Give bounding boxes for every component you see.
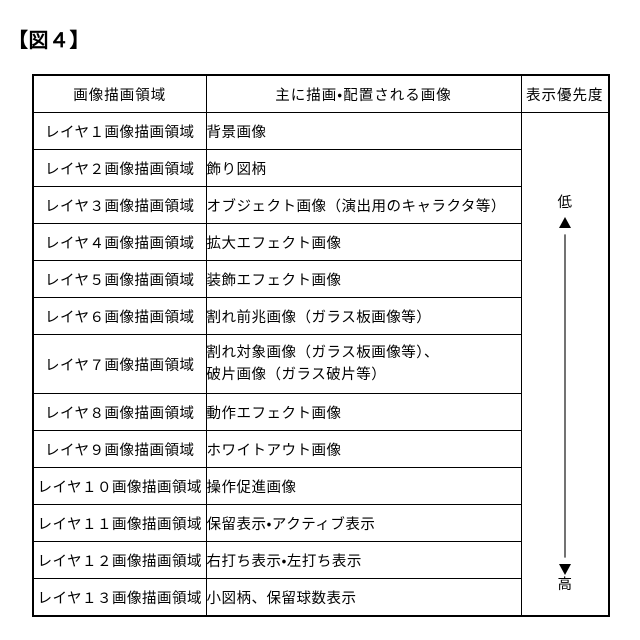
layer-name-cell: レイヤ８画像描画領域 bbox=[32, 393, 207, 431]
layer-desc-cell: 操作促進画像 bbox=[205, 467, 522, 505]
layer-desc-cell: 保留表示・アクティブ表示 bbox=[205, 504, 522, 542]
layer-desc-line-1: 割れ対象画像（ガラス板画像等）、 bbox=[206, 345, 439, 362]
figure-caption: 【図４】 bbox=[8, 28, 90, 52]
layer-name-cell: レイヤ９画像描画領域 bbox=[32, 430, 207, 468]
layer-name-cell: レイヤ１０画像描画領域 bbox=[32, 467, 207, 505]
layer-desc-cell: 拡大エフェクト画像 bbox=[205, 223, 522, 261]
layer-desc-cell: 小図柄、保留球数表示 bbox=[205, 578, 522, 617]
layer-table-container: 画像描画領域 主に描画・配置される画像 表示優先度 レイヤ１画像描画領域 背景画… bbox=[32, 74, 610, 617]
layer-desc-cell: 背景画像 bbox=[205, 112, 522, 150]
layer-desc-cell: ホワイトアウト画像 bbox=[205, 430, 522, 468]
table-row: レイヤ１３画像描画領域 小図柄、保留球数表示 bbox=[32, 578, 609, 617]
layer-priority-table: 画像描画領域 主に描画・配置される画像 表示優先度 レイヤ１画像描画領域 背景画… bbox=[32, 74, 610, 617]
layer-name-cell: レイヤ７画像描画領域 bbox=[32, 334, 207, 394]
layer-name-cell: レイヤ１画像描画領域 bbox=[32, 112, 207, 150]
layer-name-cell: レイヤ２画像描画領域 bbox=[32, 149, 207, 187]
layer-desc-cell: 飾り図柄 bbox=[205, 149, 522, 187]
layer-desc-cell: 装飾エフェクト画像 bbox=[205, 260, 522, 298]
column-header-drawn-images: 主に描画・配置される画像 bbox=[205, 74, 522, 113]
priority-scale: 低 高 bbox=[522, 122, 609, 606]
layer-name-cell: レイヤ１１画像描画領域 bbox=[32, 504, 207, 542]
layer-desc-cell: 右打ち表示・左打ち表示 bbox=[205, 541, 522, 579]
layer-desc-cell: 割れ前兆画像（ガラス板画像等） bbox=[205, 297, 522, 335]
priority-label-high: 高 bbox=[557, 576, 573, 593]
layer-desc-cell: オブジェクト画像（演出用のキャラクタ等） bbox=[205, 186, 522, 224]
table-row: レイヤ６画像描画領域 割れ前兆画像（ガラス板画像等） bbox=[32, 297, 609, 335]
layer-name-cell: レイヤ５画像描画領域 bbox=[32, 260, 207, 298]
table-row: レイヤ１画像描画領域 背景画像 低 bbox=[32, 112, 610, 617]
table-row: レイヤ５画像描画領域 装飾エフェクト画像 bbox=[32, 260, 609, 298]
table-row: レイヤ１２画像描画領域 右打ち表示・左打ち表示 bbox=[32, 541, 609, 579]
table-row: レイヤ９画像描画領域 ホワイトアウト画像 bbox=[32, 430, 609, 468]
column-header-display-priority: 表示優先度 bbox=[520, 74, 610, 113]
table-header-row: 画像描画領域 主に描画・配置される画像 表示優先度 bbox=[32, 74, 610, 113]
arrow-head-down-icon bbox=[558, 564, 571, 575]
layer-name-cell: レイヤ１３画像描画領域 bbox=[32, 578, 207, 617]
layer-desc-line-2: 破片画像（ガラス破片等） bbox=[206, 367, 387, 383]
display-priority-cell: 低 高 bbox=[520, 112, 610, 617]
priority-label-low: 低 bbox=[557, 195, 573, 211]
layer-name-cell: レイヤ６画像描画領域 bbox=[32, 297, 207, 335]
layer-desc-cell: 割れ対象画像（ガラス板画像等）、 破片画像（ガラス破片等） bbox=[205, 334, 522, 394]
layer-desc-cell: 動作エフェクト画像 bbox=[205, 393, 522, 431]
layer-name-cell: レイヤ１２画像描画領域 bbox=[32, 541, 207, 579]
table-row: レイヤ１０画像描画領域 操作促進画像 bbox=[32, 467, 609, 505]
column-header-drawing-area: 画像描画領域 bbox=[32, 74, 207, 113]
double-headed-vertical-arrow-icon bbox=[556, 224, 574, 568]
arrow-head-up-icon bbox=[558, 217, 571, 228]
layer-name-cell: レイヤ４画像描画領域 bbox=[32, 223, 207, 261]
layer-name-cell: レイヤ３画像描画領域 bbox=[32, 186, 207, 224]
